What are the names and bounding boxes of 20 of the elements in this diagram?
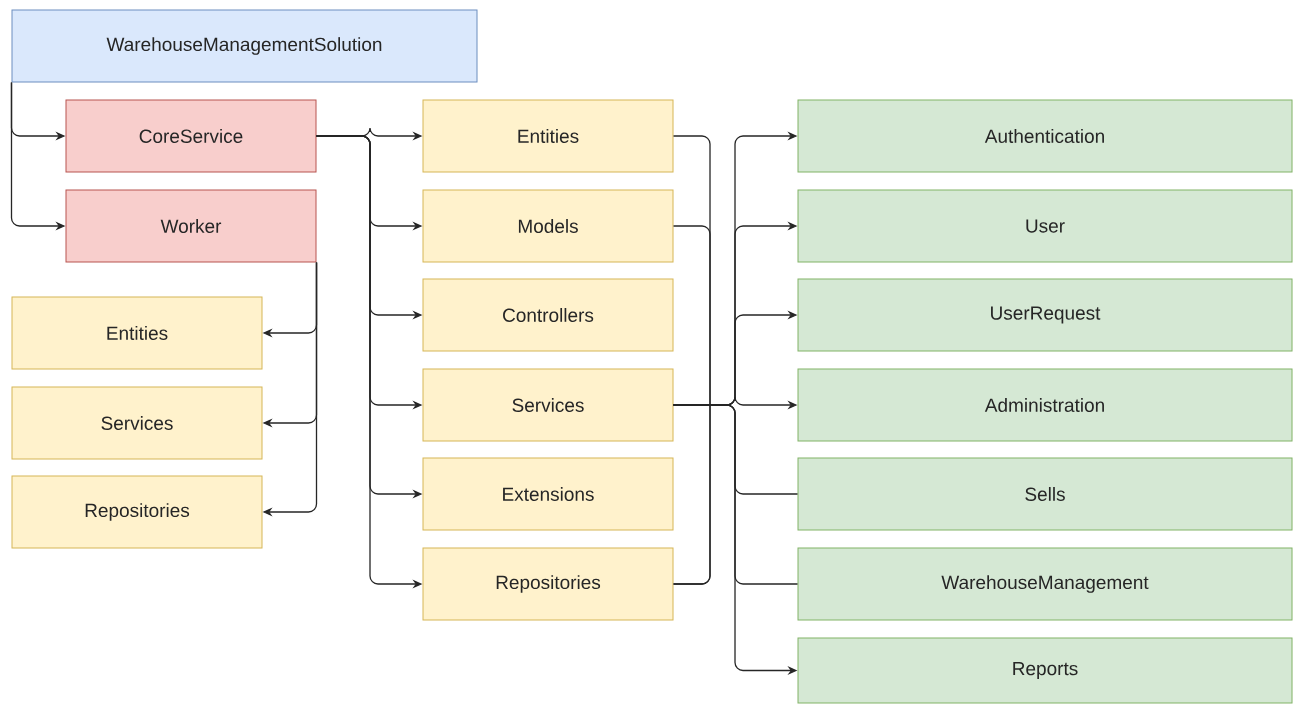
connector-line xyxy=(672,225,711,585)
module-box: Worker xyxy=(65,189,317,263)
folder-box: Services xyxy=(11,386,263,460)
folder-box: Repositories xyxy=(11,475,263,549)
project-box: WarehouseManagementSolution xyxy=(11,9,478,83)
folder-box: Entities xyxy=(422,99,674,173)
folder-box: Extensions xyxy=(422,457,674,531)
feature-box: User xyxy=(797,189,1293,263)
feature-box: WarehouseManagement xyxy=(797,547,1293,621)
module-box: CoreService xyxy=(65,99,317,173)
folder-box: Entities xyxy=(11,296,263,370)
folder-box: Services xyxy=(422,368,674,442)
feature-box: Reports xyxy=(797,637,1293,704)
feature-box: UserRequest xyxy=(797,278,1293,352)
folder-box: Models xyxy=(422,189,674,263)
feature-box: Administration xyxy=(797,368,1293,442)
feature-box: Sells xyxy=(797,457,1293,531)
feature-box: Authentication xyxy=(797,99,1293,173)
folder-box: Controllers xyxy=(422,278,674,352)
folder-box: Repositories xyxy=(422,547,674,621)
